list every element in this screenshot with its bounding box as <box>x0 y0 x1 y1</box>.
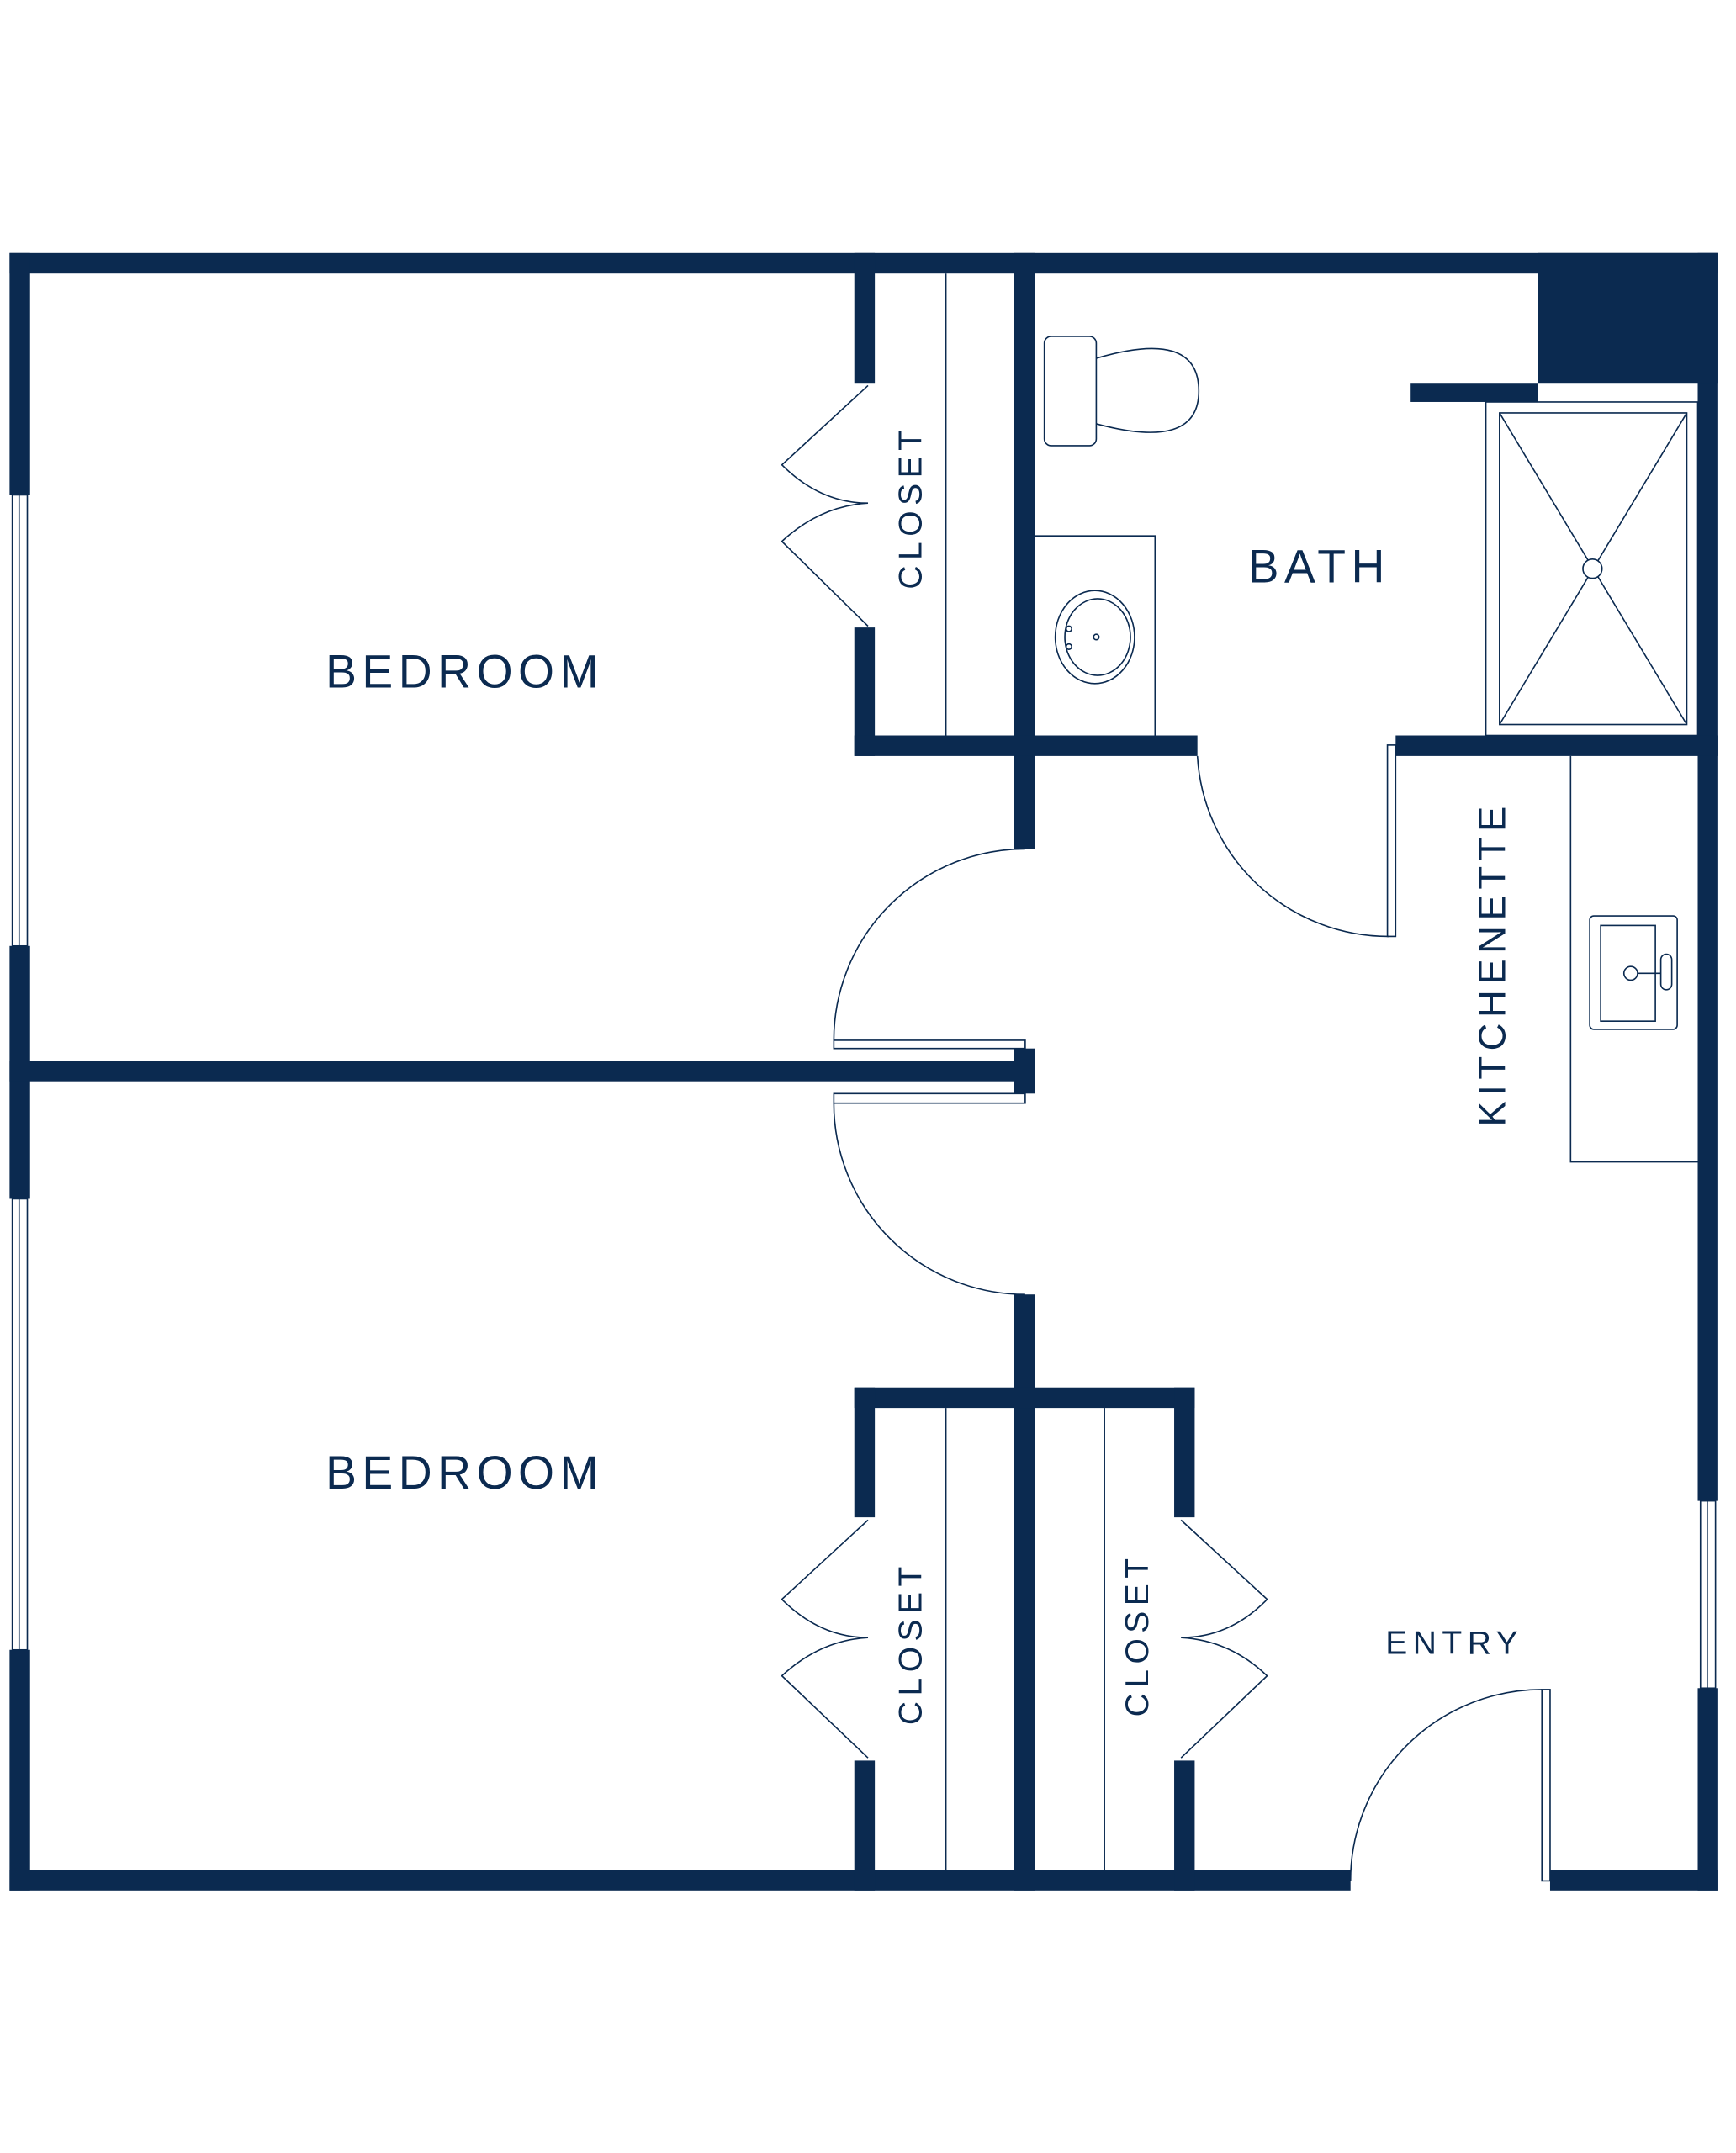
kitchen-counter <box>1569 755 1698 1163</box>
doors <box>781 384 1551 1882</box>
windows <box>11 494 1717 1690</box>
label-kitchenette: KITCHENETTE <box>1470 801 1513 1127</box>
label-bedroom-bottom: BEDROOM <box>326 1447 604 1499</box>
label-entry: ENTRY <box>1385 1626 1523 1662</box>
label-closet-top: CLOSET <box>892 426 929 590</box>
label-bedroom-top: BEDROOM <box>326 646 604 698</box>
closet-rods <box>945 273 1105 1870</box>
label-closet-bottom-left: CLOSET <box>892 1561 929 1725</box>
label-closet-bottom-right: CLOSET <box>1119 1553 1156 1717</box>
label-bath: BATH <box>1248 540 1390 592</box>
shower-icon <box>1485 401 1699 737</box>
room-labels: BEDROOM BEDROOM BATH ENTRY CLOSET CLOSET… <box>326 426 1523 1726</box>
toilet-icon <box>1043 336 1200 447</box>
bath-sink-icon <box>1035 535 1156 736</box>
walls <box>9 252 1718 1891</box>
